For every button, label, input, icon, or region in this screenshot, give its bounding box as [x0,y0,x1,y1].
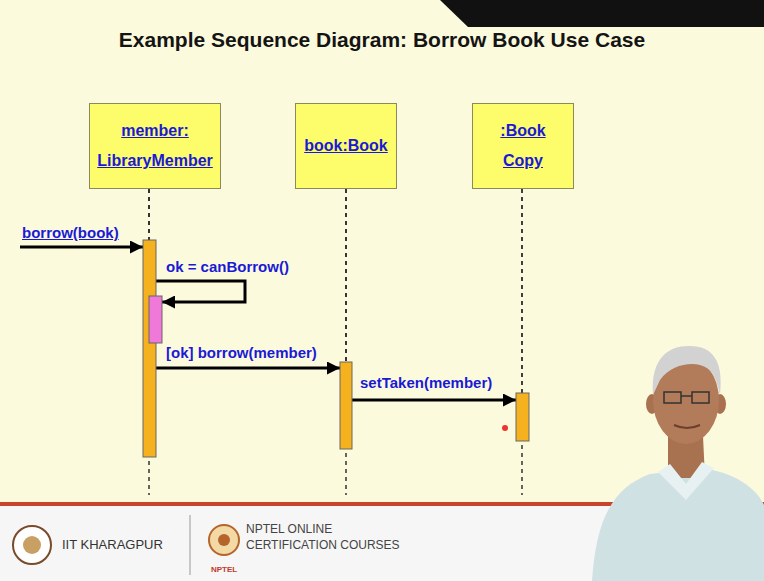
object-box: :Book Copy [472,103,574,189]
presenter-collar [658,462,714,500]
message-line [156,281,245,302]
message-arrow [346,189,522,400]
label-holder: NPTEL ONLINE CERTIFICATION COURSES [246,522,421,553]
iit-logo-core [23,536,41,554]
object-box: book:Book [295,103,397,189]
message-label: setTaken(member) [360,374,492,391]
found-message-arrow [20,246,143,249]
message-label: [ok] borrow(member) [166,344,317,361]
message-line [156,367,340,370]
nptel-logo [209,525,239,555]
message-line [352,399,516,402]
label-holder: NPTEL [211,565,237,574]
activation-bar [143,240,156,457]
object-name: book:Book [304,131,388,161]
footer-divider [190,515,191,575]
iit-logo [13,526,51,564]
activation-bar [516,393,529,441]
course-banner: NPTEL ONLINE CERTIFICATION COURSES [246,522,421,553]
presenter-mouth [674,425,700,428]
object-name: member: LibraryMember [90,116,220,177]
presenter-glasses [692,392,709,403]
object-box: member: LibraryMember [89,103,221,189]
presenter-glasses [664,392,681,403]
nested-activation-bar [149,296,162,343]
message-label-holder: ok = canBorrow() [166,258,289,275]
presenter-glasses-bridge [681,395,692,397]
label-holder: IIT KHARAGPUR [62,537,163,552]
lifeline [521,189,523,495]
message-label-holder: [ok] borrow(member) [166,344,317,361]
label-holder: borrow(book) [22,224,119,241]
laser-pointer-dot [502,425,508,431]
message-label-holder: setTaken(member) [360,374,492,391]
activation-bar [340,362,352,449]
message-label: borrow(book) [22,224,119,241]
presenter-hair [653,346,721,395]
lifeline-segment [521,189,523,400]
message-arrow [149,189,245,302]
title-holder: Example Sequence Diagram: Borrow Book Us… [0,28,764,52]
message-label: ok = canBorrow() [166,258,289,275]
header-band [440,0,764,27]
logo-caption: NPTEL [211,565,237,574]
object-name: :Book Copy [491,116,555,177]
institute-name: IIT KHARAGPUR [62,537,163,552]
nptel-logo-core [218,534,230,546]
slide-title: Example Sequence Diagram: Borrow Book Us… [0,28,764,52]
message-arrow [149,189,346,368]
